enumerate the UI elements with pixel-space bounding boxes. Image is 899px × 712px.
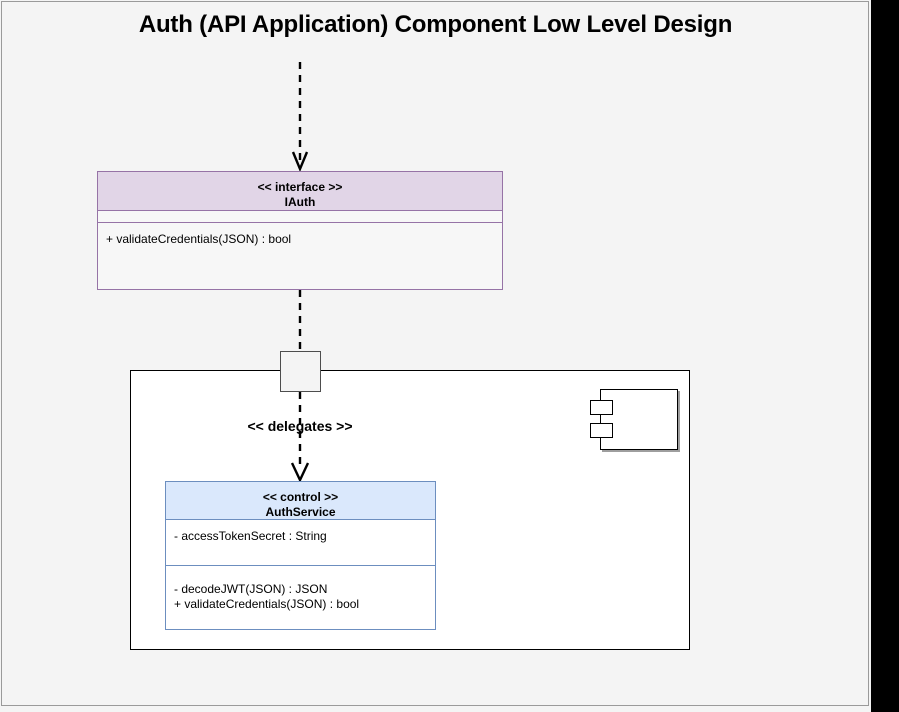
uml-component-tab-top-icon: [590, 400, 613, 415]
control-authservice-methods: - decodeJWT(JSON) : JSON + validateCrede…: [166, 566, 435, 629]
delegates-label: << delegates >>: [247, 418, 353, 434]
interface-iauth-methods: + validateCredentials(JSON) : bool: [98, 223, 502, 288]
control-authservice-box: << control >> AuthService - accessTokenS…: [165, 481, 436, 630]
interface-iauth-attributes: [98, 211, 502, 223]
control-authservice-stereotype: << control >>: [262, 490, 339, 504]
control-authservice-attributes: - accessTokenSecret : String: [166, 520, 435, 566]
page-title: Auth (API Application) Component Low Lev…: [138, 11, 733, 38]
uml-component-tab-bottom-icon: [590, 423, 613, 438]
interface-iauth-box: << interface >> IAuth + validateCredenti…: [97, 171, 503, 290]
interface-iauth-name: IAuth: [284, 195, 316, 209]
interface-iauth-stereotype: << interface >>: [257, 180, 343, 194]
interface-iauth-header: << interface >> IAuth: [98, 172, 502, 211]
control-authservice-method-0: - decodeJWT(JSON) : JSON: [174, 582, 328, 596]
control-authservice-header: << control >> AuthService: [166, 482, 435, 520]
control-authservice-method-1: + validateCredentials(JSON) : bool: [174, 597, 360, 611]
control-authservice-name: AuthService: [265, 505, 336, 519]
delegation-port: [280, 351, 321, 392]
right-black-band: [871, 0, 899, 712]
uml-component-icon: [600, 389, 678, 450]
interface-iauth-method-0: + validateCredentials(JSON) : bool: [106, 232, 292, 246]
diagram-canvas: Auth (API Application) Component Low Lev…: [0, 0, 871, 712]
control-authservice-attribute-0: - accessTokenSecret : String: [174, 529, 327, 543]
